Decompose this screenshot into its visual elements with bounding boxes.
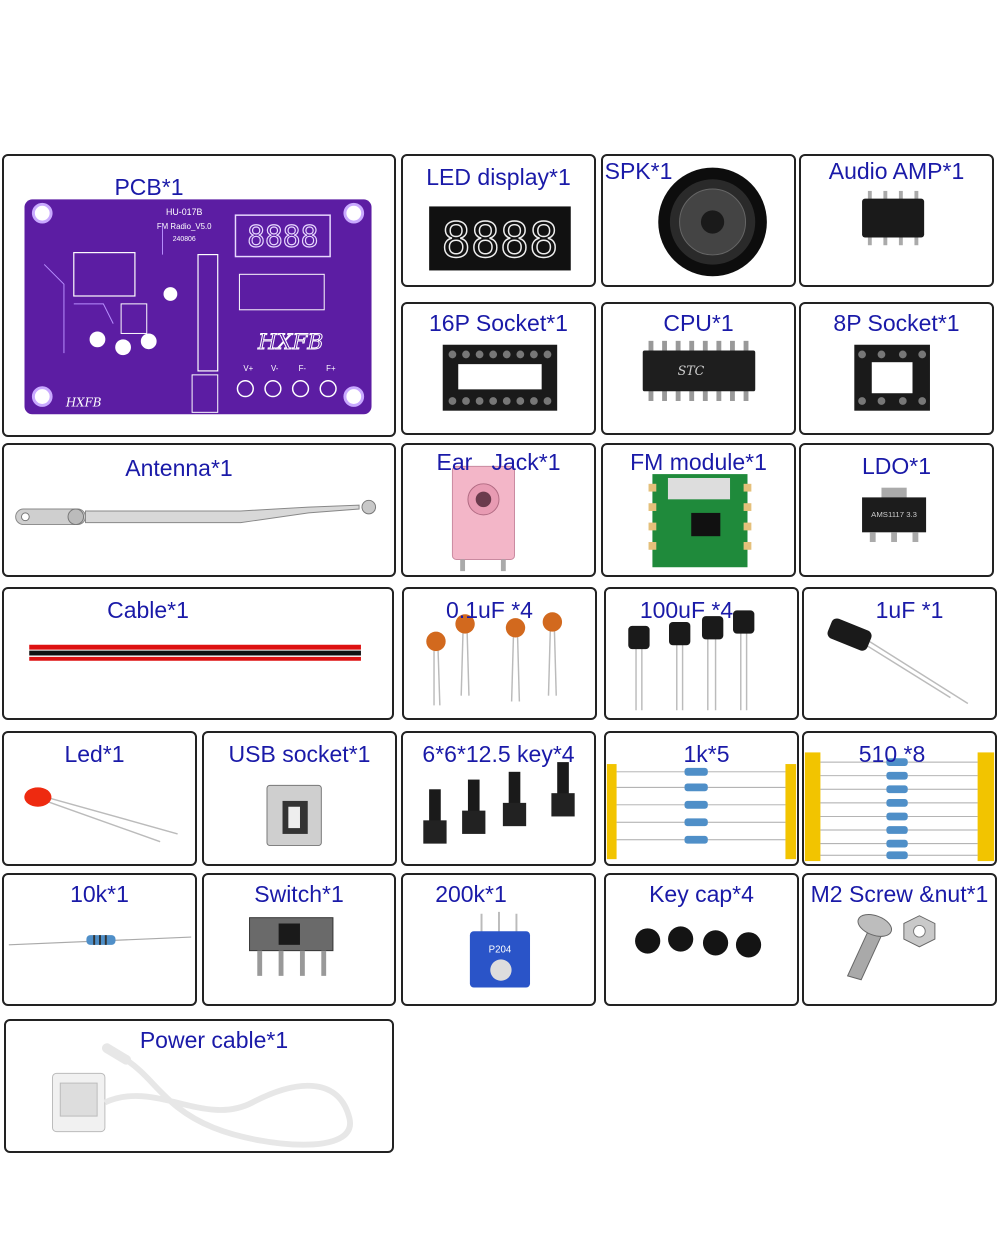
ldo-card: LDO*1 AMS1117 3.3: [799, 443, 994, 577]
audio-amp-label: Audio AMP*1: [828, 158, 965, 184]
power-cable-label: Power cable*1: [139, 1027, 289, 1053]
r1k-label: 1k*5: [683, 741, 730, 767]
cap-100uf-card: 100uF *4: [604, 587, 799, 720]
fm-module-card: FM module*1: [601, 443, 796, 577]
socket16-image: [442, 344, 558, 411]
slide-switch-image: [249, 917, 334, 976]
cap-01uf-label: 0.1uF *4: [446, 597, 533, 623]
spk-label: SPK*1: [604, 158, 673, 184]
r1k-card: 1k*5: [604, 731, 799, 866]
resistors-1k-image: [606, 764, 797, 860]
potentiometer-image: P204: [469, 911, 531, 988]
svg-text:240806: 240806: [173, 236, 196, 243]
resistors-510-image: [804, 752, 995, 862]
fm-module-label: FM module*1: [630, 449, 767, 475]
keycaps-image: [635, 926, 762, 958]
pcb-label: PCB*1: [114, 174, 184, 200]
speaker-image: [658, 167, 767, 277]
ldo-chip-image: AMS1117 3.3: [862, 487, 927, 543]
cap-100uf-label: 100uF *4: [639, 597, 734, 623]
keycap-label: Key cap*4: [649, 881, 754, 907]
cpu-label: CPU*1: [663, 310, 734, 336]
antenna-image: [15, 499, 377, 526]
led-display-label: LED display*1: [426, 164, 571, 190]
socket16-label: 16P Socket*1: [429, 310, 568, 336]
cap-1uf-label: 1uF *1: [875, 597, 944, 623]
fm-module-image: [648, 474, 752, 568]
r510-card: 510 *8: [802, 731, 997, 866]
svg-text:HU-017B: HU-017B: [166, 207, 203, 217]
cable-card: Cable*1: [2, 587, 394, 720]
ldo-label: LDO*1: [861, 453, 932, 479]
cap-1uf-image: [827, 618, 969, 705]
cap-1uf-card: 1uF *1: [802, 587, 997, 720]
keycap-card: Key cap*4: [604, 873, 799, 1006]
spk-card: SPK*1: [601, 154, 796, 287]
r10k-card: 10k*1: [2, 873, 197, 1006]
r10k-label: 10k*1: [70, 881, 129, 907]
socket16-card: 16P Socket*1: [401, 302, 596, 435]
socket8-card: 8P Socket*1: [799, 302, 994, 435]
svg-text:F+: F+: [326, 364, 336, 373]
resistor-10k-image: [8, 935, 192, 946]
led-card: Led*1: [2, 731, 197, 866]
electrolytic-capacitors-image: [628, 610, 755, 711]
svg-text:STC: STC: [678, 363, 705, 378]
svg-text:F-: F-: [299, 364, 307, 373]
led-display-card: LED display*1 8888: [401, 154, 596, 287]
switch-label: Switch*1: [254, 881, 344, 907]
svg-text:HXFB: HXFB: [65, 395, 102, 409]
cable-label: Cable*1: [107, 597, 189, 623]
switch-card: Switch*1: [202, 873, 396, 1006]
tactile-keys-image: [423, 762, 575, 844]
cap-01uf-card: 0.1uF *4: [402, 587, 597, 720]
key-card: 6*6*12.5 key*4: [401, 731, 596, 866]
pcb-card: PCB*1 8888 HU-017B FM Radio_V5.0 240806 …: [2, 154, 396, 437]
svg-text:V-: V-: [271, 364, 279, 373]
audio-amp-card: Audio AMP*1: [799, 154, 994, 287]
socket8-image: [854, 344, 930, 411]
usb-socket-card: USB socket*1: [202, 731, 397, 866]
svg-text:P204: P204: [489, 945, 512, 956]
led-display-image: 8888: [429, 206, 571, 271]
power-cable-card: Power cable*1: [4, 1019, 394, 1153]
screw-nut-image: [846, 914, 936, 981]
usb-socket-image: [266, 784, 322, 847]
pot200k-card: 200k*1 P204: [401, 873, 596, 1006]
antenna-label: Antenna*1: [125, 455, 233, 481]
pot200k-label: 200k*1: [435, 881, 507, 907]
ear-jack-label: Ear Jack*1: [436, 449, 561, 475]
ear-jack-image: [451, 465, 515, 572]
cpu-card: CPU*1 STC: [601, 302, 796, 435]
svg-text:V+: V+: [243, 364, 253, 373]
pcb-board-image: 8888 HU-017B FM Radio_V5.0 240806 HXFB H…: [24, 199, 372, 415]
svg-text:FM Radio_V5.0: FM Radio_V5.0: [157, 222, 212, 231]
cpu-chip-image: STC: [642, 340, 756, 401]
usb-socket-label: USB socket*1: [228, 741, 371, 767]
svg-text:8888: 8888: [442, 213, 559, 269]
screw-card: M2 Screw &nut*1: [802, 873, 997, 1006]
antenna-card: Antenna*1: [2, 443, 396, 577]
led-label: Led*1: [64, 741, 125, 767]
audio-amp-chip-image: [862, 190, 925, 246]
socket8-label: 8P Socket*1: [833, 310, 960, 336]
cable-image: [29, 644, 361, 661]
svg-text:AMS1117 3.3: AMS1117 3.3: [871, 510, 917, 519]
svg-text:HXFB: HXFB: [257, 330, 323, 355]
power-cable-image: [52, 1043, 353, 1148]
ceramic-capacitors-image: [426, 612, 563, 706]
screw-label: M2 Screw &nut*1: [810, 881, 989, 907]
pcb-digits-text: 8888: [247, 220, 318, 254]
led-image: [24, 787, 178, 843]
r510-label: 510 *8: [858, 741, 926, 767]
key-label: 6*6*12.5 key*4: [422, 741, 575, 767]
ear-jack-card: Ear Jack*1: [401, 443, 596, 577]
